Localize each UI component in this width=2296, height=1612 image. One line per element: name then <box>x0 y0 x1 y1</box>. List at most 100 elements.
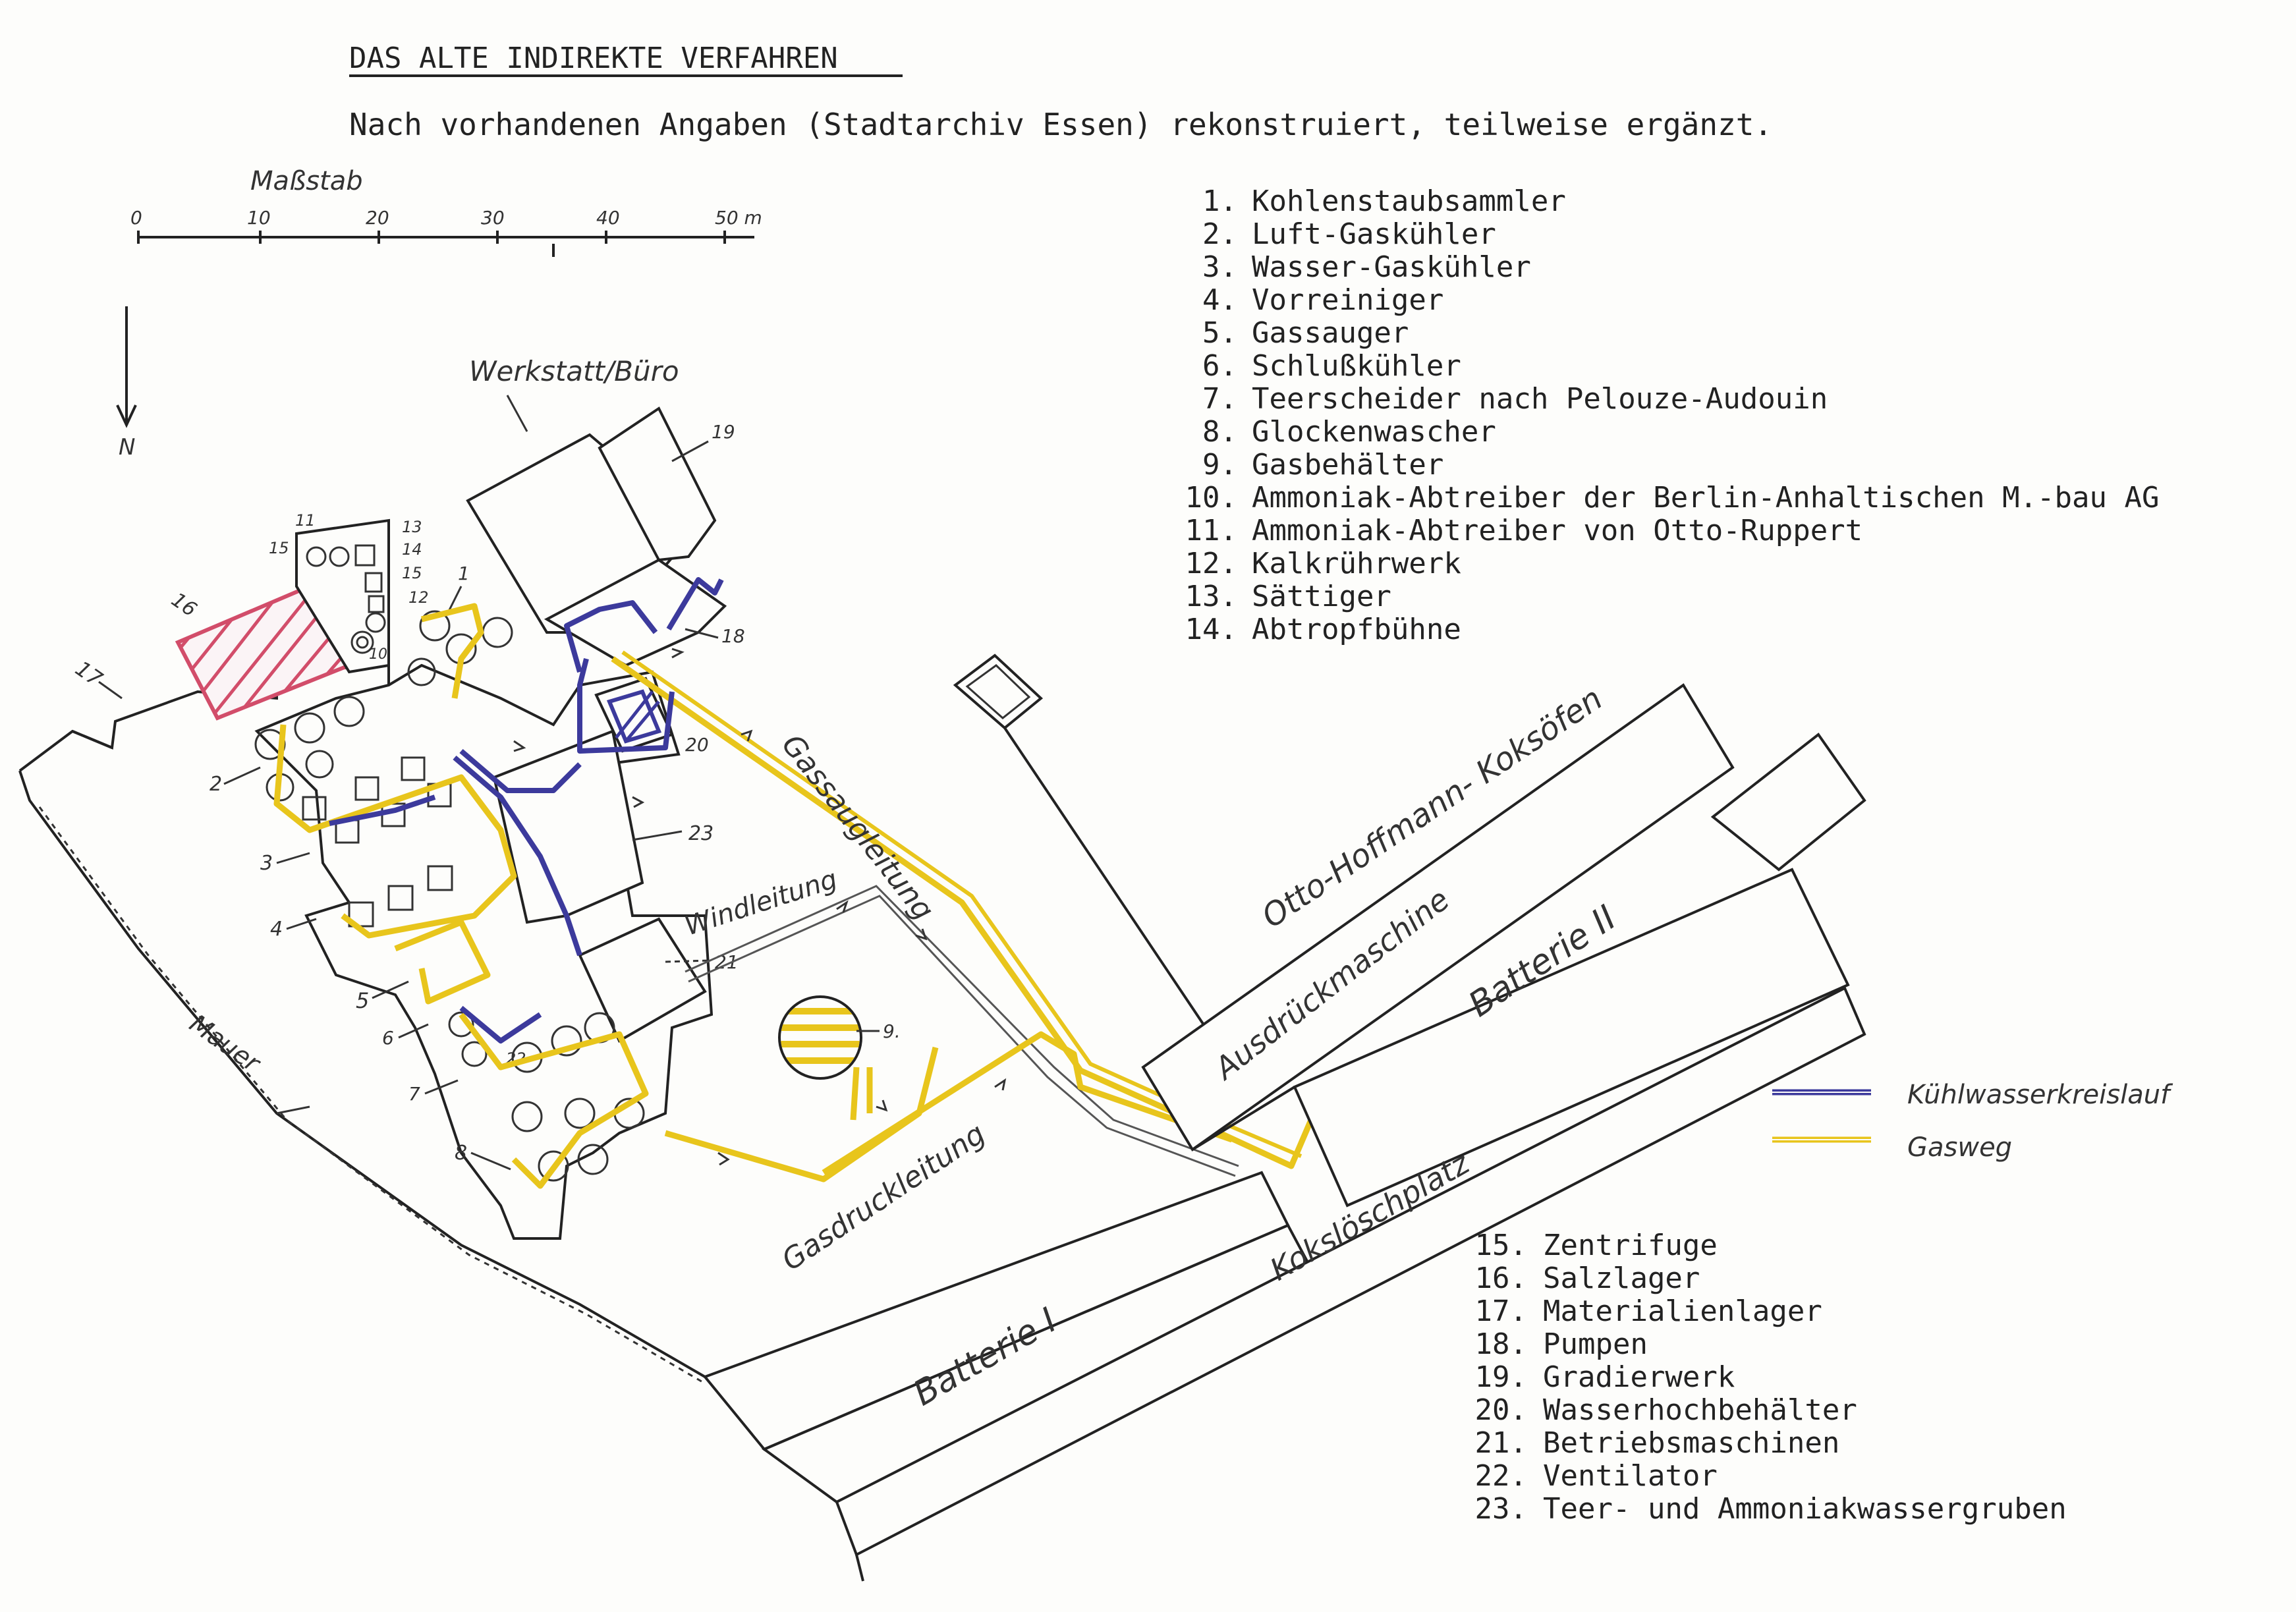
legend-top-item: 5.Gassauger <box>1202 316 1409 350</box>
legend-text: Glockenwascher <box>1252 415 1496 449</box>
legend-number: 5. <box>1202 316 1237 350</box>
legend-number: 14. <box>1185 613 1237 646</box>
plan-number-2: 2 <box>210 773 222 796</box>
scale-tick-50: 50 m <box>715 207 762 229</box>
legend-top-item: 12.Kalkrührwerk <box>1185 547 1461 580</box>
scale-tick-40: 40 <box>596 207 620 229</box>
ammoniak-block: 15 11 13 14 15 12 10 <box>269 511 429 674</box>
legend-number: 1. <box>1202 184 1237 218</box>
gasbehaelter-9: 9. <box>778 995 901 1080</box>
north-arrow: N <box>116 306 137 460</box>
pumpen-18: 18 <box>544 558 745 667</box>
legend-text: Materialienlager <box>1543 1294 1822 1328</box>
legend-top-item: 3.Wasser-Gaskühler <box>1202 250 1531 284</box>
legend-text: Abtropfbühne <box>1252 613 1461 646</box>
cooling-circuit <box>329 577 724 1043</box>
legend-number: 7. <box>1202 382 1237 416</box>
legend-text: Zentrifuge <box>1543 1229 1718 1262</box>
plan-number-15: 15 <box>269 539 289 557</box>
legend-number: 17. <box>1475 1294 1527 1328</box>
legend-number: 15. <box>1475 1229 1527 1262</box>
plan-number-21: 21 <box>715 951 739 973</box>
plan-number-12: 12 <box>408 588 429 607</box>
legend-number: 6. <box>1202 349 1237 383</box>
legend-text: Teer- und Ammoniakwassergruben <box>1543 1492 2067 1526</box>
plan-number-9: 9. <box>883 1020 901 1042</box>
legend-bottom-list: 15. Zentrifuge 16. Salzlager 17. Materialienl… <box>1475 1229 2067 1526</box>
legend-number: 2. <box>1202 217 1237 251</box>
legend-text: Gradierwerk <box>1543 1360 1735 1394</box>
legend-bottom-item: 22. Ventilator <box>1475 1459 1718 1493</box>
legend-text: Vorreiniger <box>1252 283 1443 317</box>
plan-number-19: 19 <box>712 421 735 443</box>
plan-number-16: 16 <box>167 588 200 622</box>
legend-bottom-item: 17. Materialienlager <box>1475 1294 1822 1328</box>
plan-number-14: 14 <box>402 540 422 559</box>
plan-number-13: 13 <box>402 518 422 536</box>
plan-number-20: 20 <box>685 734 709 756</box>
betriebsmaschinen-21: 21 <box>578 917 739 1043</box>
scale-tick-10: 10 <box>247 207 271 229</box>
legend-top-item: 11. Ammoniak-Abtreiber von Otto-Ruppert <box>1185 514 1863 547</box>
legend-top-item: 4. Vorreiniger <box>1202 283 1443 317</box>
legend-text: Luft-Gaskühler <box>1252 217 1496 251</box>
legend-top-item: 8. Glockenwascher <box>1202 415 1496 449</box>
plan-number-18: 18 <box>721 625 745 647</box>
legend-text: Wasserhochbehälter <box>1543 1393 1857 1427</box>
legend-top-list: 1. Kohlenstaubsammler 2. Luft-Gaskühler3.Wa… <box>1185 184 2160 646</box>
legend-gas-label: Gasweg <box>1907 1132 2012 1163</box>
legend-text: Salzlager <box>1543 1262 1700 1295</box>
legend-text: Kalkrührwerk <box>1252 547 1461 580</box>
coke-oven-battery-2: Otto-Hoffmann- Koksöfen Ausdrückmaschine… <box>1141 680 1866 1208</box>
legend-text: Ammoniak-Abtreiber von Otto-Ruppert <box>1252 514 1862 547</box>
windleitung-label: Windleitung <box>681 864 841 942</box>
legend-bottom-item: 21.Betriebsmaschinen <box>1475 1426 1840 1460</box>
werkstatt-label: Werkstatt/Büro <box>469 355 679 387</box>
legend-top-item: 9. Gasbehälter <box>1202 448 1443 482</box>
legend-number: 9. <box>1202 448 1237 482</box>
legend-number: 16. <box>1475 1262 1527 1295</box>
legend-bottom-item: 20. Wasserhochbehälter <box>1475 1393 1857 1427</box>
plan-number-7: 7 <box>408 1083 420 1105</box>
legend-number: 21. <box>1475 1426 1527 1460</box>
coke-oven-battery-1: Batterie I Kokslöschplatz <box>702 986 1866 1582</box>
plan-number-15b: 15 <box>402 564 422 582</box>
legend-text: Ventilator <box>1543 1459 1718 1493</box>
plan-number-17: 17 <box>70 655 107 692</box>
legend-number: 8. <box>1202 415 1237 449</box>
legend-number: 22. <box>1475 1459 1527 1493</box>
legend-number: 20. <box>1475 1393 1527 1427</box>
plan-number-8: 8 <box>455 1142 467 1165</box>
legend-text: Gasbehälter <box>1252 448 1443 482</box>
legend-top-item: 2. Luft-Gaskühler <box>1202 217 1496 251</box>
legend-number: 13. <box>1185 580 1237 613</box>
plan-number-1: 1 <box>458 563 470 584</box>
legend-number: 11. <box>1185 514 1237 547</box>
scale-label: Maßstab <box>250 166 363 196</box>
flow-arrows <box>513 648 1007 1166</box>
plan-number-6: 6 <box>382 1027 394 1049</box>
gruben-23: 23 <box>492 729 714 924</box>
legend-text: Kohlenstaubsammler <box>1252 184 1566 218</box>
legend-text: Pumpen <box>1543 1327 1648 1361</box>
legend-bottom-item: 15. Zentrifuge <box>1475 1229 1718 1262</box>
scale-tick-20: 20 <box>366 207 389 229</box>
legend-cooling-label: Kühlwasserkreislauf <box>1907 1080 2173 1110</box>
legend-text: Sättiger <box>1252 580 1391 613</box>
legend-number: 10. <box>1185 481 1237 514</box>
plan-number-5: 5 <box>356 988 369 1013</box>
legend-number: 19. <box>1475 1360 1527 1394</box>
legend-bottom-item: 23. Teer- und Ammoniakwassergruben <box>1475 1492 2067 1526</box>
scale-tick-30: 30 <box>481 207 505 229</box>
legend-bottom-item: 18.Pumpen <box>1475 1327 1648 1361</box>
legend-number: 4. <box>1202 283 1237 317</box>
legend-top-item: 13. Sättiger <box>1185 580 1391 613</box>
plan-number-3: 3 <box>260 852 273 875</box>
legend-top-item: 7. Teerscheider nach Pelouze-Audouin <box>1202 382 1828 416</box>
legend-bottom-item: 19. Gradierwerk <box>1475 1360 1735 1394</box>
legend-top-item: 6.Schlußkühler <box>1202 349 1461 383</box>
legend-text: Teerscheider nach Pelouze-Audouin <box>1252 382 1828 416</box>
legend-number: 23. <box>1475 1492 1527 1526</box>
legend-number: 3. <box>1202 250 1237 284</box>
plan-number-4: 4 <box>270 918 283 941</box>
